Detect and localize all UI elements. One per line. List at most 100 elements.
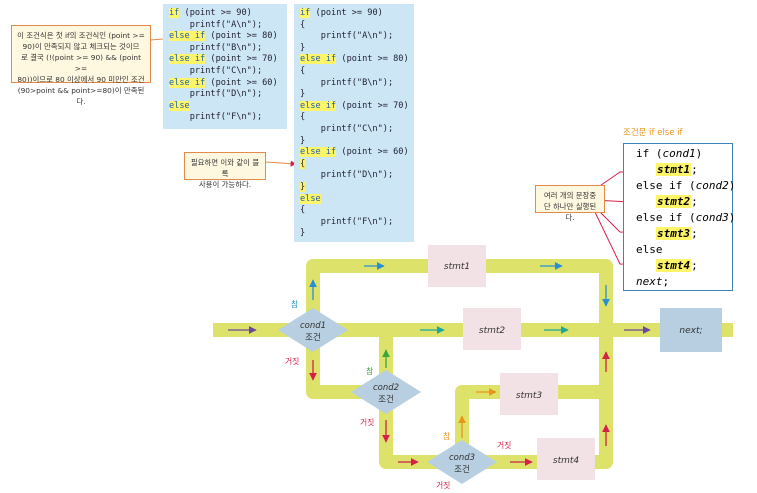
code-text: (point >= 90) bbox=[179, 8, 252, 18]
code-line: printf("D\n"); bbox=[169, 89, 262, 100]
code-line: printf("B\n"); bbox=[169, 43, 262, 54]
code-text: (point >= 70) bbox=[205, 54, 278, 65]
callout-line: 단 하나만 실행된다. bbox=[543, 202, 597, 222]
code-line: } bbox=[300, 136, 305, 147]
cond3-word: 조건 bbox=[454, 464, 470, 475]
next-box bbox=[660, 308, 722, 352]
code-keyword: else bbox=[169, 100, 190, 111]
stmt1-label: stmt1 bbox=[444, 262, 470, 272]
code-text: } bbox=[300, 182, 306, 192]
code-line: else if (point >= 80) bbox=[300, 54, 409, 65]
syntax-cond2: cond2 bbox=[695, 179, 729, 192]
syntax-cond1: cond1 bbox=[662, 147, 696, 160]
code-line: else if (point >= 70) bbox=[300, 100, 409, 112]
callout-line: 90)이 만족되지 않고 체크되는 것이므 bbox=[22, 42, 140, 51]
false-label-2: 거짓 bbox=[360, 418, 375, 427]
code-text: { bbox=[300, 158, 306, 169]
code-line: else bbox=[300, 193, 321, 205]
code-text: (point >= 80) bbox=[336, 54, 409, 65]
cond2-diamond bbox=[351, 370, 421, 414]
syntax-semicolon5: ; bbox=[662, 275, 670, 288]
code-text: (point >= 60) bbox=[205, 77, 278, 88]
code-block-with-braces: if (point >= 90){ printf("A\n");}else if… bbox=[294, 4, 414, 242]
code-line: if (point >= 90) bbox=[169, 8, 252, 19]
code-line: { bbox=[300, 20, 305, 31]
code-line: printf("A\n"); bbox=[300, 31, 393, 42]
code-block-compact: if (point >= 90) printf("A\n");else if (… bbox=[163, 4, 287, 129]
code-text: printf("D\n"); bbox=[169, 89, 263, 100]
syntax-line-stmt3: stmt3; bbox=[656, 227, 698, 241]
code-line: else if (point >= 80) bbox=[169, 31, 278, 42]
code-text: } bbox=[300, 135, 306, 146]
callout-line: 이 조건식은 첫 if의 조건식인 (point >= bbox=[17, 31, 145, 40]
code-keyword: else if bbox=[300, 100, 337, 111]
syntax-paren1: ) bbox=[695, 147, 703, 160]
code-keyword: else if bbox=[169, 54, 206, 65]
code-line: } bbox=[300, 228, 305, 239]
code-keyword: if bbox=[169, 8, 180, 18]
next-label: next; bbox=[679, 326, 702, 336]
code-keyword: else bbox=[300, 193, 321, 204]
syntax-stmt1: stmt1 bbox=[656, 163, 692, 176]
stmt2-label: stmt2 bbox=[479, 326, 506, 336]
code-text: (point >= 90) bbox=[310, 8, 383, 18]
stmt4-label: stmt4 bbox=[553, 456, 580, 466]
cond1-diamond bbox=[278, 308, 348, 352]
syntax-semicolon2: ; bbox=[691, 195, 698, 208]
stmt3-box bbox=[500, 373, 558, 415]
code-line: { bbox=[300, 112, 305, 123]
code-line: printf("D\n"); bbox=[300, 170, 393, 181]
syntax-elseif1-kw: else if ( bbox=[636, 179, 696, 192]
syntax-semicolon4: ; bbox=[691, 259, 698, 272]
code-text: printf("F\n"); bbox=[169, 112, 263, 123]
code-line: } bbox=[300, 182, 306, 193]
true-label-1: 참 bbox=[291, 300, 299, 309]
code-line: printf("C\n"); bbox=[300, 124, 393, 135]
code-text: printf("F\n"); bbox=[300, 216, 394, 227]
syntax-line-if: if (cond1) bbox=[636, 147, 702, 161]
syntax-stmt3: stmt3 bbox=[656, 227, 692, 240]
syntax-line-stmt4: stmt4; bbox=[656, 259, 698, 273]
cond2-word: 조건 bbox=[378, 394, 394, 405]
code-keyword: else if bbox=[300, 147, 337, 158]
code-text: { bbox=[300, 66, 306, 76]
code-text: { bbox=[300, 19, 306, 30]
syntax-stmt4: stmt4 bbox=[656, 259, 692, 272]
code-line: else if (point >= 70) bbox=[169, 54, 278, 65]
code-keyword: if bbox=[300, 8, 311, 18]
callout-line: 사용이 가능하다. bbox=[198, 180, 252, 189]
code-line: printf("F\n"); bbox=[300, 217, 393, 228]
cond1-label: cond1 bbox=[300, 321, 326, 331]
code-keyword: else if bbox=[169, 31, 206, 42]
code-text: } bbox=[300, 42, 306, 53]
syntax-cond3: cond3 bbox=[695, 211, 729, 224]
syntax-title: 조건문 if else if bbox=[623, 128, 683, 138]
stmt1-box bbox=[428, 245, 486, 287]
syntax-line-elseif2: else if (cond3) bbox=[636, 211, 735, 225]
stmt3-label: stmt3 bbox=[516, 391, 543, 401]
code-line: { bbox=[300, 205, 305, 216]
syntax-semicolon1: ; bbox=[691, 163, 698, 176]
syntax-line-elseif1: else if (cond2) bbox=[636, 179, 735, 193]
code-line: { bbox=[300, 66, 305, 77]
stmt2-box bbox=[463, 308, 521, 350]
stmt4-box bbox=[537, 438, 595, 480]
code-text: } bbox=[300, 89, 306, 100]
code-line: } bbox=[300, 89, 305, 100]
code-line: else bbox=[169, 100, 190, 112]
code-line: if (point >= 90) bbox=[300, 8, 383, 19]
false-label-4: 거짓 bbox=[436, 481, 451, 490]
syntax-paren3: ) bbox=[728, 211, 736, 224]
code-line: printf("F\n"); bbox=[169, 112, 262, 123]
callout-line: (90>point && point>=80)이 만족된다. bbox=[17, 86, 145, 106]
syntax-line-next: next; bbox=[636, 275, 669, 289]
cond3-label: cond3 bbox=[449, 453, 475, 463]
callout-line: 여러 개의 문장중 bbox=[543, 191, 597, 200]
code-text: { bbox=[300, 205, 306, 216]
code-text: printf("D\n"); bbox=[300, 170, 394, 181]
syntax-line-stmt1: stmt1; bbox=[656, 163, 698, 177]
